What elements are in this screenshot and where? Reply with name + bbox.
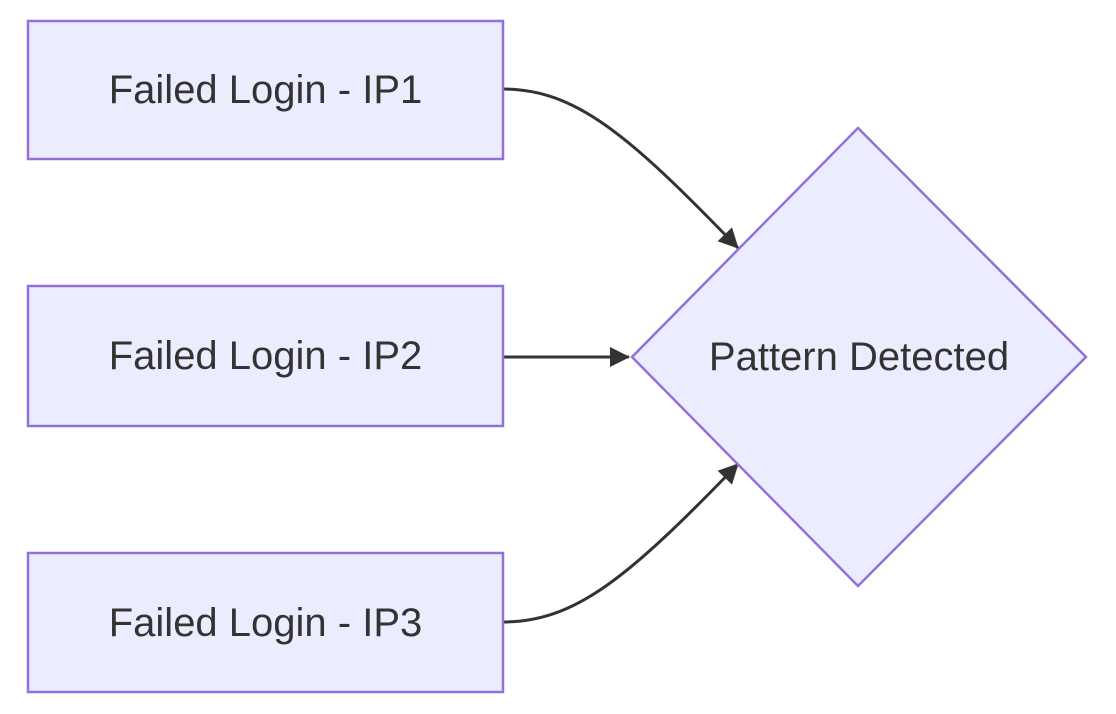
node-diamond-pattern-detected [630,126,1088,588]
node-group [26,19,1088,694]
edge-ip1-to-pattern [502,87,740,250]
node-rect-failed-login-ip3 [26,551,505,694]
node-rect-failed-login-ip1 [26,19,505,161]
node-rect-failed-login-ip2 [26,284,505,428]
edge-group [502,87,740,624]
edge-ip3-to-pattern [502,462,740,624]
